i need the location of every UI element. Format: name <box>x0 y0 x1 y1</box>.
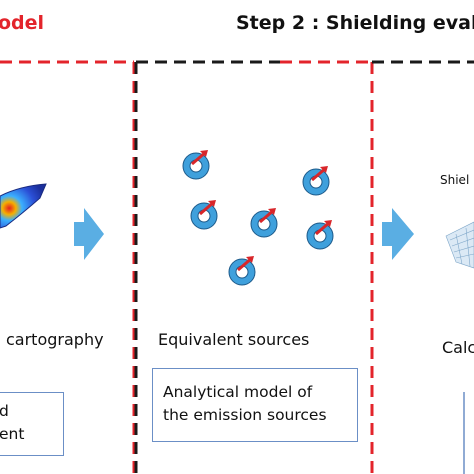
calculation-caption: Calc <box>442 338 474 357</box>
emission-source-icon <box>228 256 256 286</box>
shielding-caption: Shiel <box>440 173 470 187</box>
emission-source-icon <box>190 200 218 230</box>
left-box-line1: d <box>0 402 9 420</box>
equivalent-sources-caption: Equivalent sources <box>158 330 310 349</box>
right-arrow-icon <box>382 208 414 260</box>
analytical-model-box: Analytical model of the emission sources <box>152 368 358 442</box>
right-arrow-icon <box>74 208 104 260</box>
step1-red-dashed-frame <box>0 60 374 474</box>
left-method-box: d ent <box>0 392 64 456</box>
emission-source-icon <box>302 166 330 196</box>
middle-box-line2: the emission sources <box>163 406 327 424</box>
emission-source-icon <box>306 220 334 250</box>
field-map-icon <box>0 183 47 229</box>
shielding-mesh-icon <box>445 221 474 269</box>
step2-black-dashed-frame <box>134 60 474 474</box>
step1-title: odel <box>0 12 45 34</box>
emission-source-icon <box>250 208 278 238</box>
left-box-line2: ent <box>0 425 25 443</box>
middle-box-line1: Analytical model of <box>163 383 313 401</box>
cartography-caption: cartography <box>6 330 104 349</box>
emission-source-icon <box>182 150 210 180</box>
step2-title: Step 2 : Shielding eval <box>236 12 474 34</box>
